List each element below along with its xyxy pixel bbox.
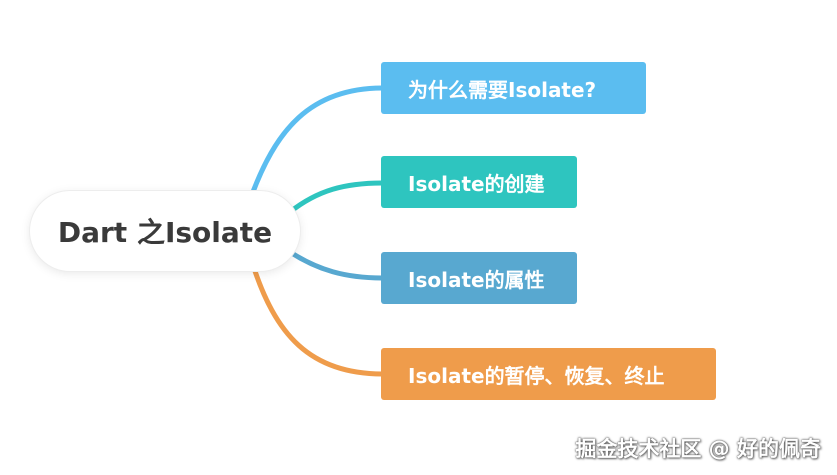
branch-node-2-label: Isolate的创建 <box>408 171 545 196</box>
connector-branch-3 <box>287 249 386 281</box>
branch-node-2: Isolate的创建 <box>381 156 577 208</box>
watermark: 掘金技术社区 @ 好的佩奇 <box>575 437 821 461</box>
root-node: Dart 之Isolate <box>30 191 300 271</box>
root-node-label: Dart 之Isolate <box>57 216 273 249</box>
branch-node-1-label: 为什么需要Isolate? <box>408 77 597 102</box>
connector-branch-1 <box>247 85 386 203</box>
branch-node-1: 为什么需要Isolate? <box>381 62 646 114</box>
branch-node-3-label: Isolate的属性 <box>408 267 545 292</box>
branch-node-3: Isolate的属性 <box>381 252 577 304</box>
branch-node-4: Isolate的暂停、恢复、终止 <box>381 348 716 400</box>
connector-branch-2 <box>287 180 386 215</box>
branch-node-4-label: Isolate的暂停、恢复、终止 <box>408 363 665 388</box>
connector-branch-4 <box>249 259 386 377</box>
